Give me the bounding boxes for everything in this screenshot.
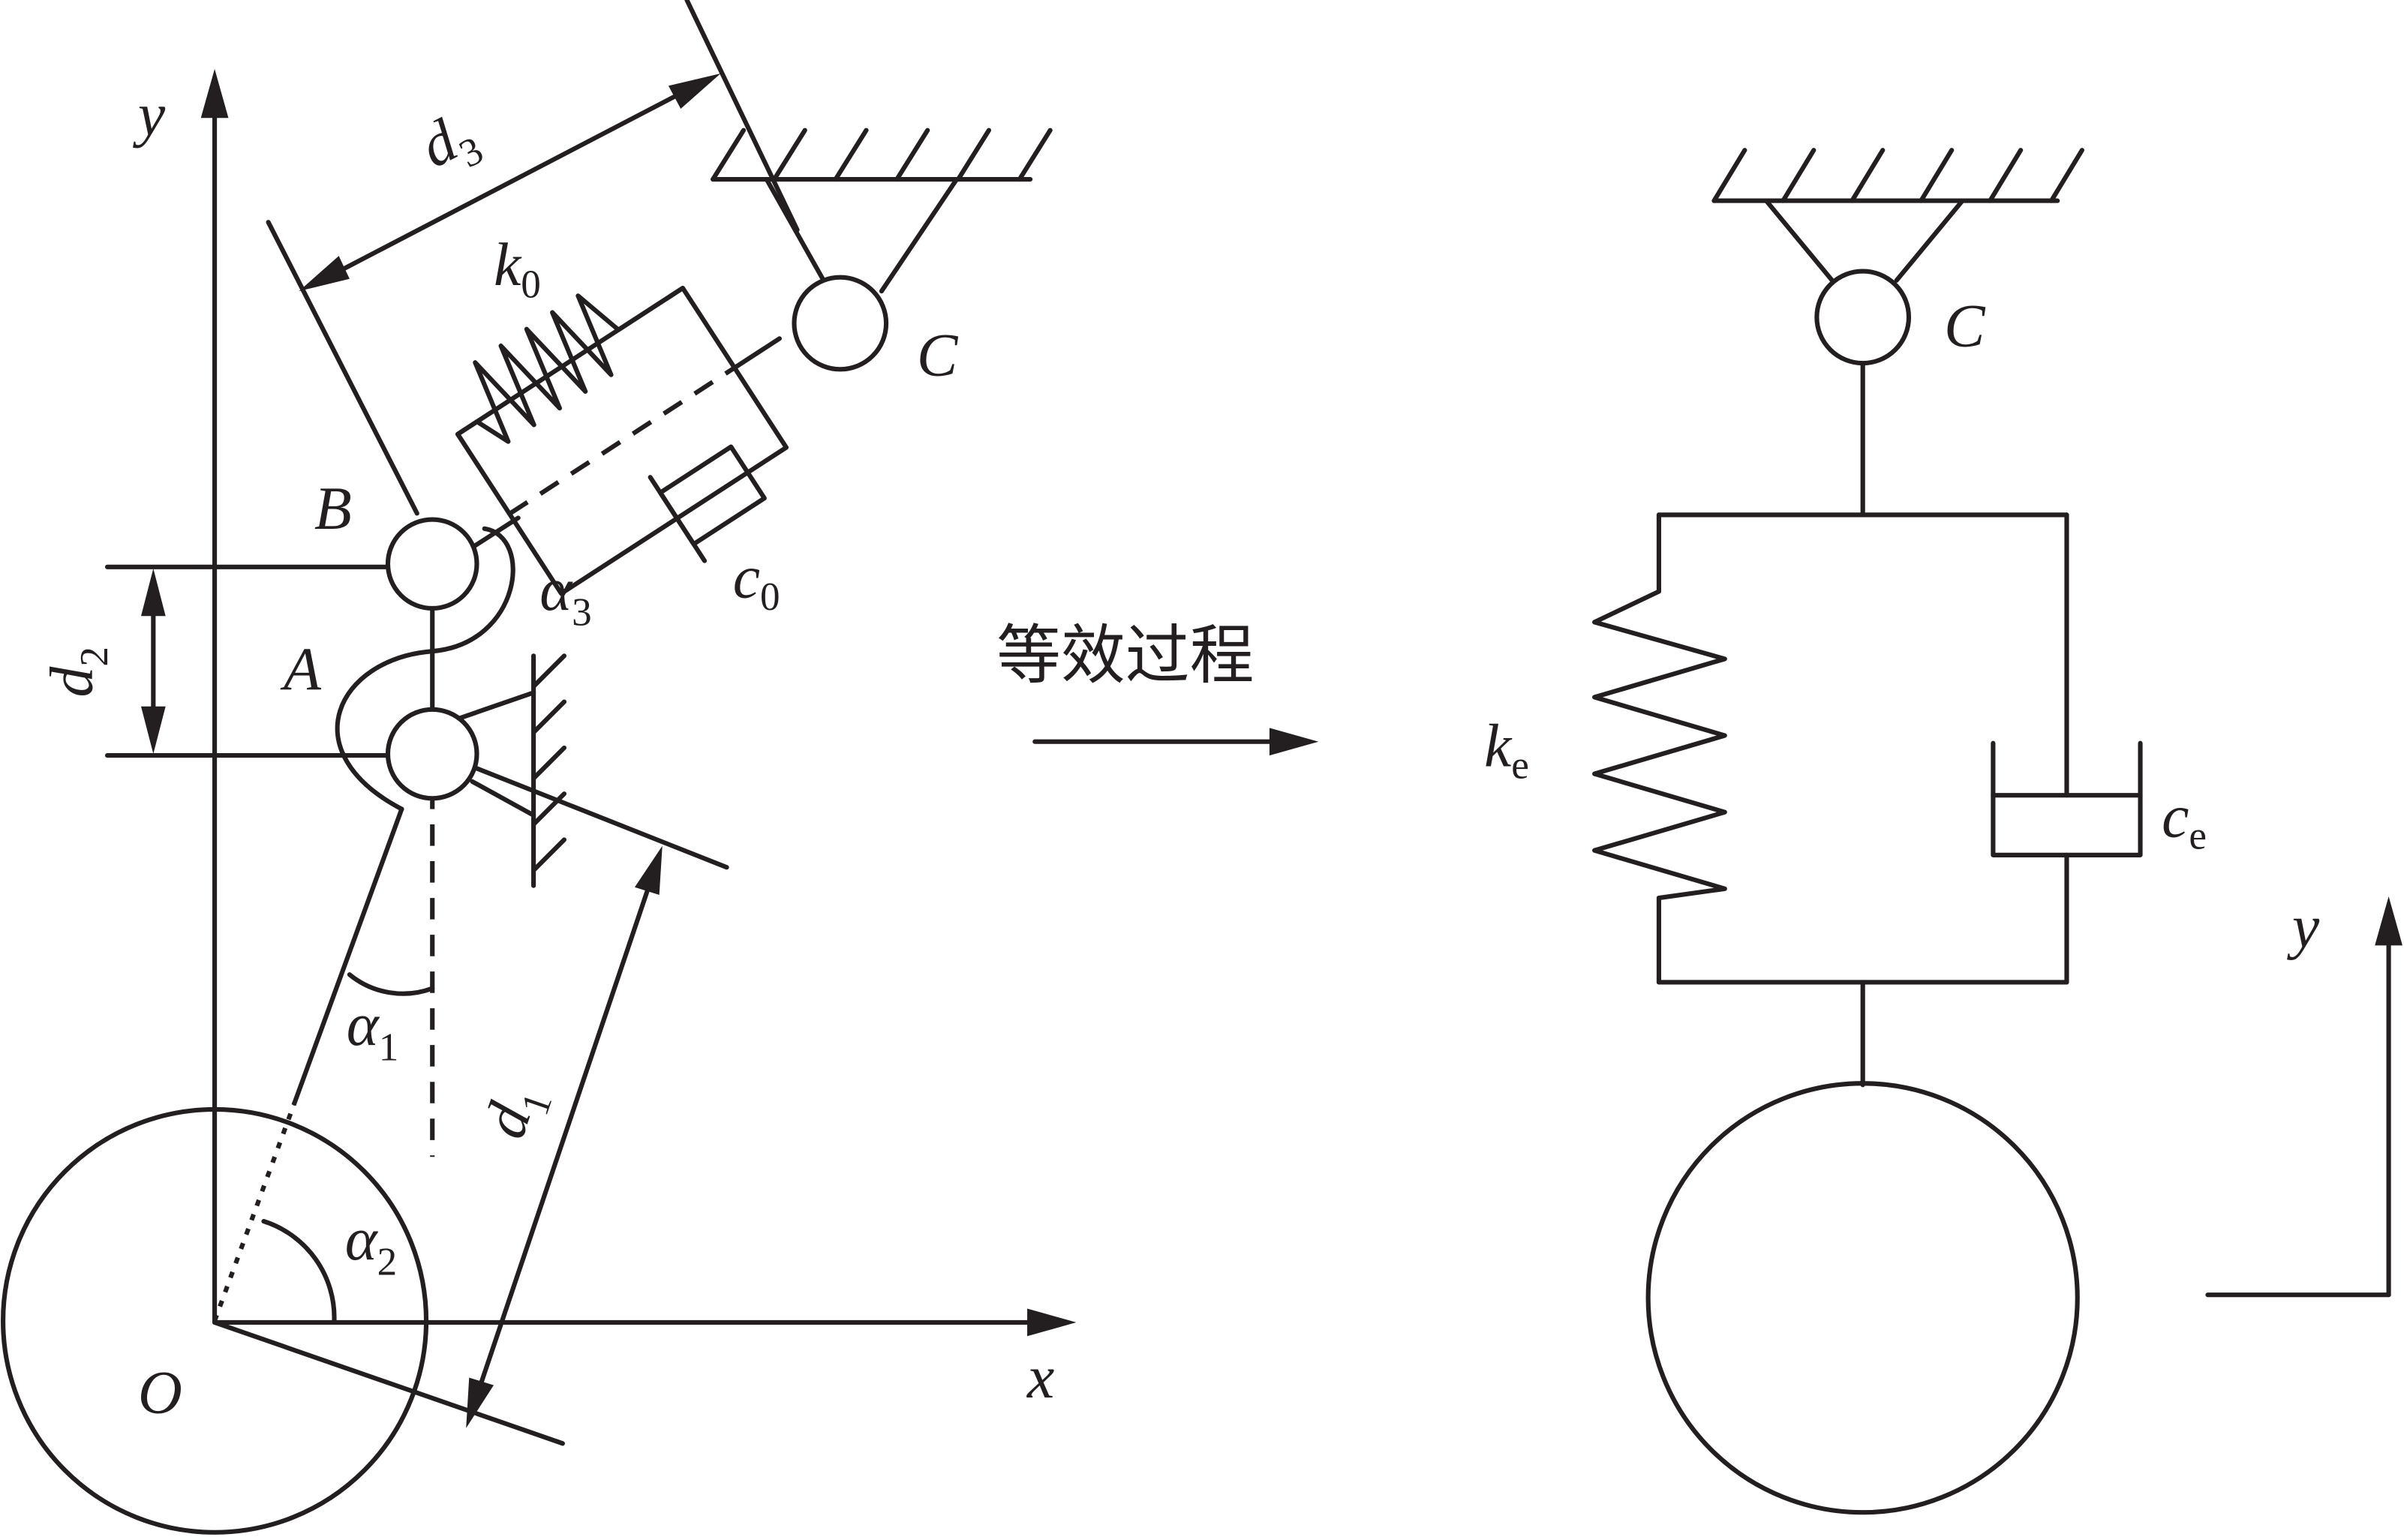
y-axis-arrowhead [200,68,229,119]
ground-right-support-right [1894,198,1965,283]
d3-extension-left [266,220,419,516]
unit-dashed-centerline [508,365,736,516]
d3-extension-right [684,0,800,233]
ground-c-hatch-6 [1017,128,1053,182]
ground-right-hatch-2 [1780,148,1817,203]
d1-extension-line [430,748,729,870]
ground-right-hatch-6 [2048,148,2084,203]
alpha1-angle-arc [347,972,435,996]
spring-k0 [455,286,686,444]
ground-a-hatch-3 [531,745,567,781]
pivot-c-left [792,275,889,372]
ground-right-hatch-5 [1988,148,2024,203]
label-ce: ce [2162,782,2207,857]
coordinate-axes [200,68,1077,1337]
ground-c-hatch-5 [956,128,992,182]
wheel-radius-dotted-line [212,1102,297,1322]
label-d1: d1 [470,1076,561,1149]
label-k0: k0 [494,230,541,306]
ground-c-support-right [879,176,960,294]
label-c-right: C [1944,292,1986,360]
y-indicator-arrowhead [2375,896,2402,946]
label-ke: ke [1484,711,1529,787]
label-c0: c0 [733,543,780,619]
d1-arrowhead-top [634,845,663,895]
origin-label: O [138,1358,182,1426]
alpha2-angle-arc [261,1219,337,1323]
wheel-right [1645,1081,2080,1515]
label-y-right: y [2287,892,2320,960]
x-axis-label: x [1026,1343,1054,1411]
strut-left-edge [292,806,404,1106]
ground-a-support-bottom [470,779,536,818]
left-mechanism: y x O [1,0,1077,1535]
damper-c0-cylinder [657,444,767,547]
unit-to-c-connector [732,336,782,371]
label-d2: d2 [38,647,116,697]
pivot-b [385,517,479,611]
d3-dimension-line [342,94,678,271]
wheel-circle [1,1106,429,1535]
ground-a-hatch-5 [531,837,567,873]
label-a: A [280,635,322,703]
x-axis-arrowhead [1027,1308,1077,1337]
d3-arrowhead-left [299,256,350,292]
ground-c-hatch-3 [833,128,869,182]
d2-arrowhead-bottom [140,706,166,755]
label-c-left: C [917,320,959,389]
ground-right-hatch-3 [1850,148,1886,203]
ground-c-support-left [764,176,831,291]
ground-right-hatch-1 [1711,148,1747,203]
equivalent-model: C ke ce y [1484,148,2402,1515]
ground-right-hatch-4 [1919,148,1955,203]
equivalence-process: 等效过程 [996,618,1319,756]
spring-ke [1592,512,1727,985]
ground-right-support-left [1763,198,1835,283]
ground-c-hatch-1 [711,128,747,182]
label-alpha3: α3 [539,555,591,634]
lower-reference-line [212,1319,565,1446]
pivot-c-right [1814,269,1912,366]
ground-c-hatch-4 [894,128,930,182]
label-d3: d3 [409,97,490,191]
b-to-unit-connector [473,515,521,548]
ground-c-hatch-2 [771,128,807,182]
d1-arrowhead-bottom [466,1377,494,1428]
process-arrowhead [1269,728,1319,756]
ground-a-hatch-4 [531,791,567,827]
d3-arrowhead-right [668,74,721,110]
pivot-a [385,707,479,801]
label-b: B [314,474,352,542]
label-alpha2: α2 [345,1205,397,1283]
ground-a-support-top [451,690,536,723]
ground-a-hatch-1 [531,653,567,689]
d1-dimension-line [479,889,650,1385]
ground-a-hatch-2 [531,699,567,735]
process-label: 等效过程 [996,618,1254,693]
label-alpha1: α1 [347,990,398,1069]
spring-damper-unit [455,286,789,596]
y-axis-label: y [133,80,166,149]
d2-arrowhead-top [140,568,166,617]
